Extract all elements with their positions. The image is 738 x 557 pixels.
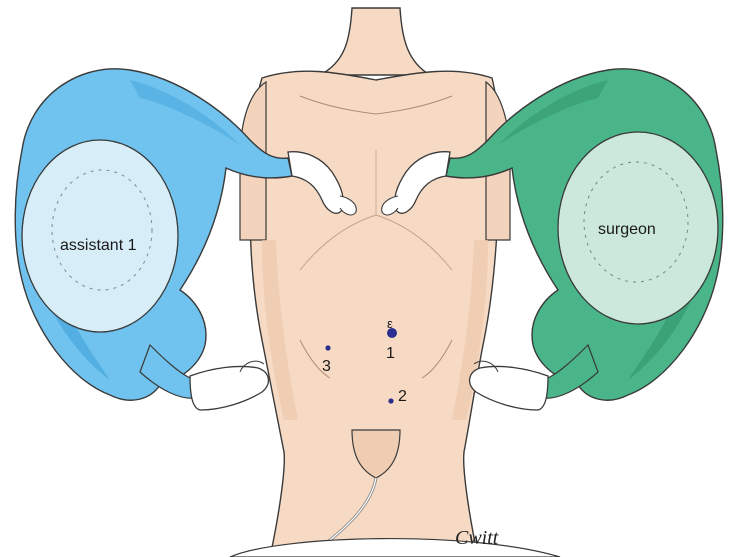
patient-body — [230, 8, 560, 557]
port-2-label: 2 — [398, 388, 407, 405]
port-1-label: 1 — [386, 345, 395, 362]
surgeon-lower-glove — [470, 366, 548, 410]
surgeon-label: surgeon — [598, 221, 656, 238]
port-3-label: 3 — [322, 358, 331, 375]
artist-signature: Cwitt — [455, 527, 499, 549]
port-1-dot — [387, 328, 397, 338]
port-2-dot — [388, 398, 393, 403]
port-3-dot — [325, 345, 330, 350]
assistant-lower-glove — [190, 366, 268, 410]
assistant-cap — [22, 140, 178, 332]
patient-neck — [320, 8, 430, 75]
assistant-label: assistant 1 — [60, 237, 137, 254]
